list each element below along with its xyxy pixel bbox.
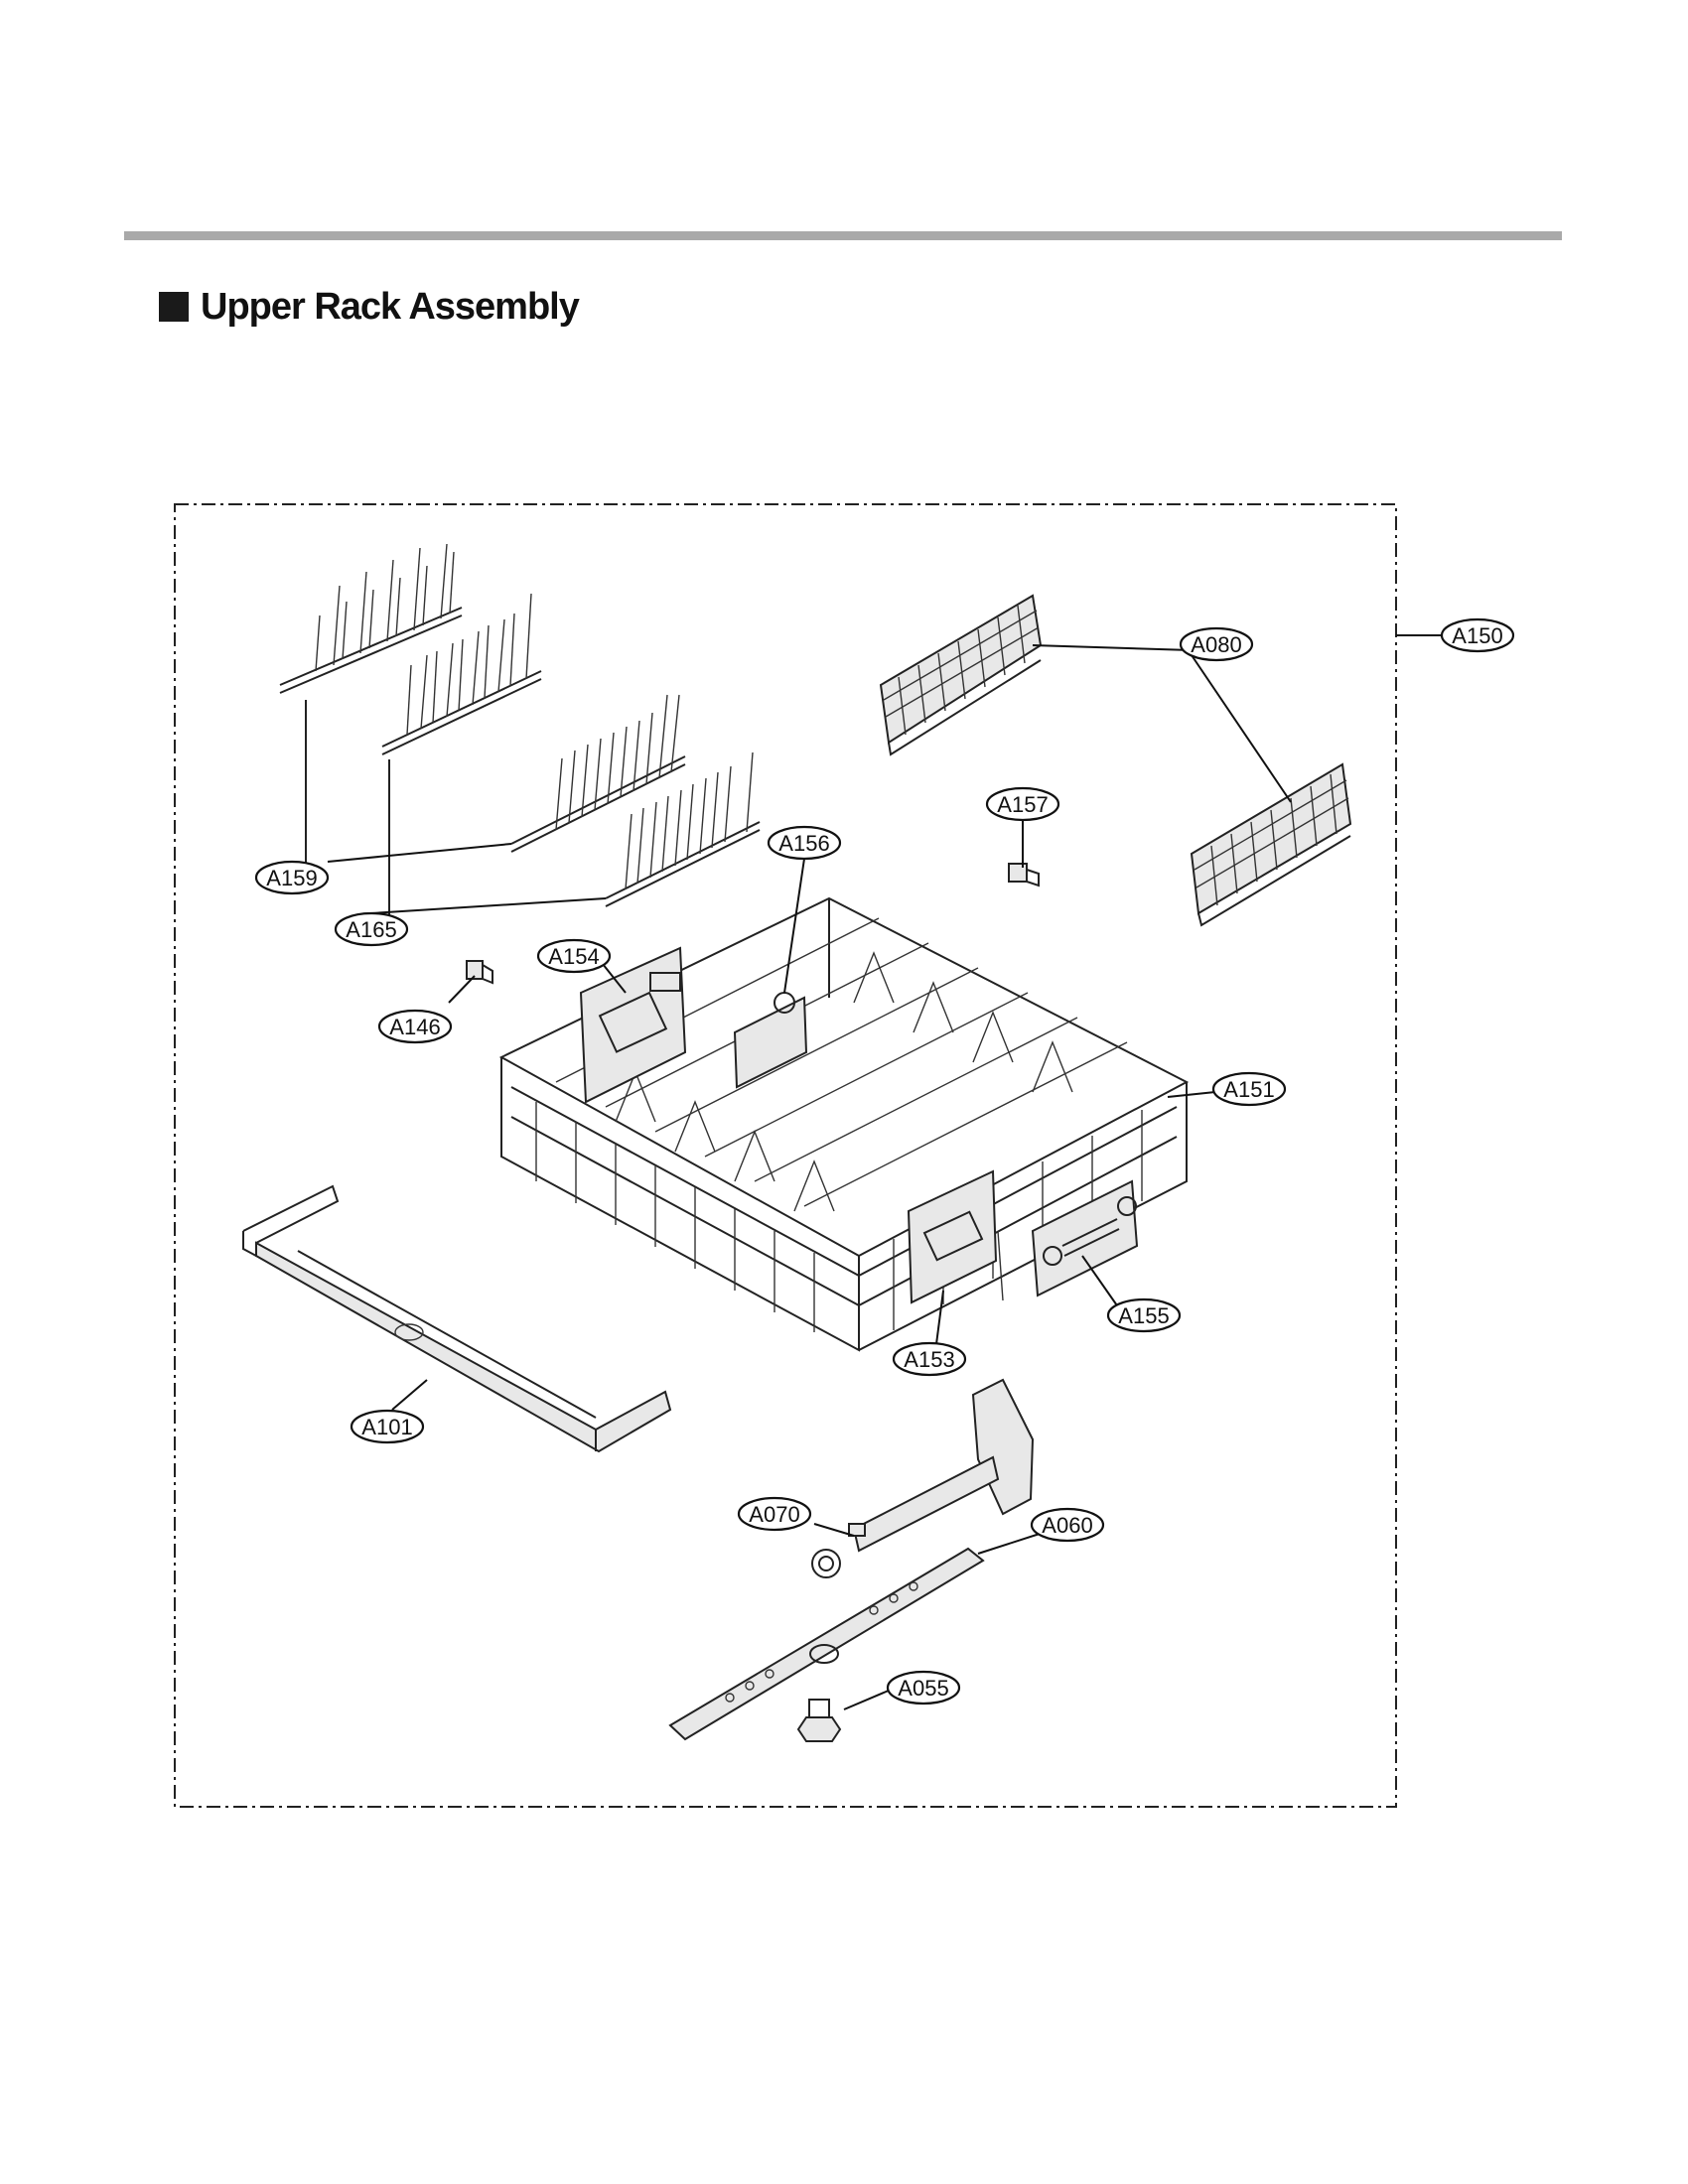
callout-A080: A080 bbox=[1179, 626, 1254, 662]
section-title: Upper Rack Assembly bbox=[201, 285, 580, 328]
rack-handle-part bbox=[242, 1184, 672, 1453]
svg-text:A153: A153 bbox=[904, 1347, 954, 1372]
clip-part-a146 bbox=[466, 960, 493, 985]
callout-A153: A153 bbox=[892, 1341, 967, 1377]
svg-text:A156: A156 bbox=[778, 831, 829, 856]
tine-rows-part bbox=[279, 543, 761, 928]
top-rule bbox=[124, 231, 1562, 240]
svg-text:A070: A070 bbox=[749, 1502, 799, 1527]
cup-shelf-part-2 bbox=[1190, 762, 1352, 927]
assembly-boundary bbox=[174, 503, 1397, 1808]
svg-text:A080: A080 bbox=[1191, 632, 1241, 657]
clip-part-a157 bbox=[1008, 863, 1040, 887]
callout-A159: A159 bbox=[254, 860, 330, 895]
section-heading: Upper Rack Assembly bbox=[159, 282, 580, 332]
svg-text:A165: A165 bbox=[346, 917, 396, 942]
callout-A165: A165 bbox=[334, 911, 409, 947]
svg-text:A146: A146 bbox=[389, 1015, 440, 1039]
svg-text:A055: A055 bbox=[898, 1676, 948, 1701]
callout-A156: A156 bbox=[767, 825, 842, 861]
svg-text:A159: A159 bbox=[266, 866, 317, 890]
callout-A155: A155 bbox=[1106, 1297, 1182, 1333]
svg-text:A101: A101 bbox=[361, 1415, 412, 1439]
svg-text:A150: A150 bbox=[1452, 623, 1502, 648]
spray-arm-assembly-part bbox=[668, 1378, 1035, 1742]
callout-A157: A157 bbox=[985, 786, 1060, 822]
callout-A150: A150 bbox=[1440, 617, 1515, 653]
svg-text:A151: A151 bbox=[1223, 1077, 1274, 1102]
cup-shelf-part bbox=[879, 594, 1043, 756]
callout-A101: A101 bbox=[350, 1409, 425, 1444]
callout-A146: A146 bbox=[377, 1009, 453, 1044]
callout-A070: A070 bbox=[737, 1496, 812, 1532]
svg-text:A157: A157 bbox=[997, 792, 1048, 817]
bullet-square-icon bbox=[159, 292, 189, 322]
callout-A060: A060 bbox=[1030, 1507, 1105, 1543]
right-adjuster-part bbox=[907, 1169, 1139, 1304]
svg-text:A060: A060 bbox=[1042, 1513, 1092, 1538]
left-adjuster-part bbox=[579, 946, 687, 1104]
svg-text:A155: A155 bbox=[1118, 1303, 1169, 1328]
svg-text:A154: A154 bbox=[548, 944, 599, 969]
leader-lines bbox=[327, 634, 1442, 1710]
callout-A055: A055 bbox=[886, 1670, 961, 1706]
callout-A151: A151 bbox=[1211, 1071, 1287, 1107]
callout-A154: A154 bbox=[536, 938, 612, 974]
